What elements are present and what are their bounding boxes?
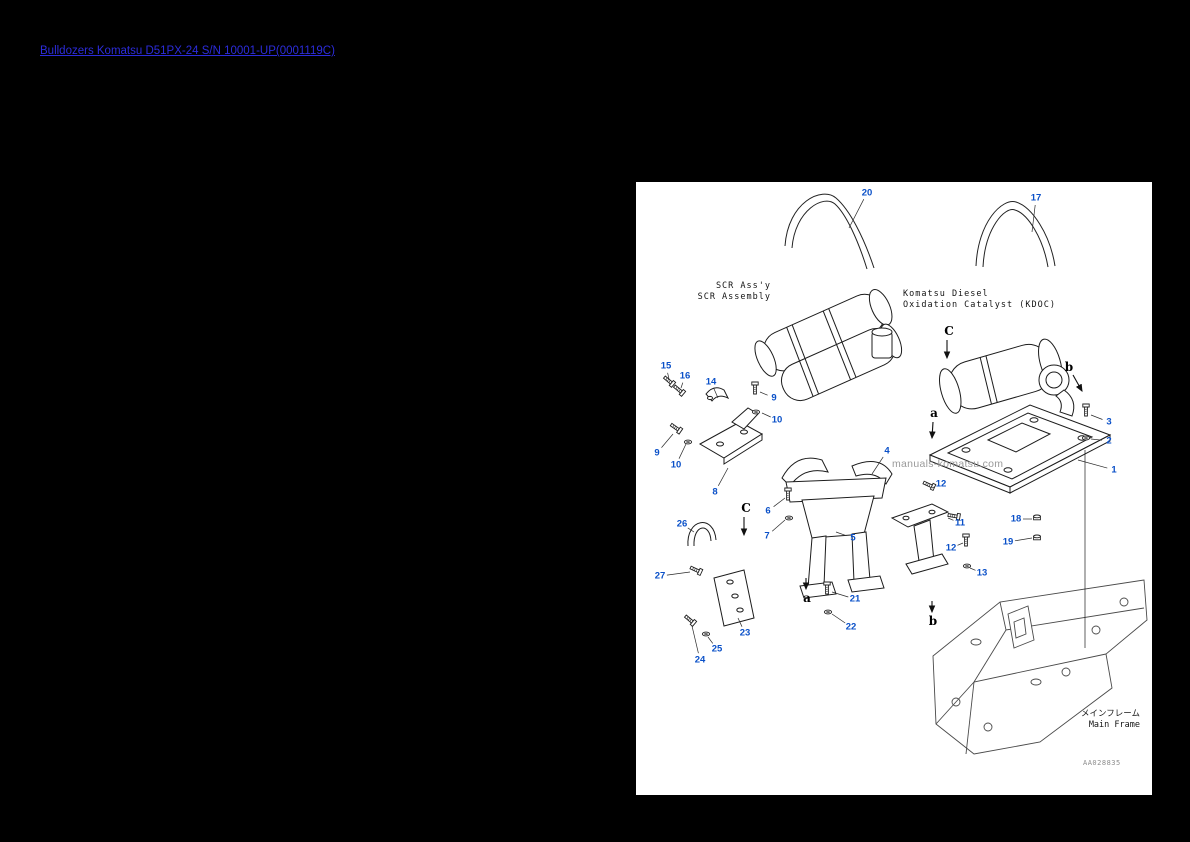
hose-loop-20-drawing: [784, 193, 875, 270]
u-bolt-26-drawing: [687, 522, 717, 547]
scr-assembly-label: SCR Ass'y SCR Assembly: [666, 281, 771, 303]
catalog-title-link[interactable]: Bulldozers Komatsu D51PX-24 S/N 10001-UP…: [40, 45, 335, 57]
plate-bracket-23-drawing: [713, 569, 755, 627]
main-frame-label-en: Main Frame: [1088, 720, 1140, 731]
parts-diagram-art: [661, 193, 1148, 755]
left-black-panel: Bulldozers Komatsu D51PX-24 S/N 10001-UP…: [38, 28, 556, 790]
watermark-text: manuals-komatsu.com: [892, 458, 1004, 470]
drawing-number: AA028835: [1083, 759, 1121, 767]
center-bracket-drawing: [781, 457, 893, 599]
kdoc-assembly-label: Komatsu Diesel Oxidation Catalyst (KDOC): [903, 289, 1056, 311]
main-frame-label-jp: メインフレーム: [1081, 709, 1140, 719]
hose-loop-17-drawing: [975, 201, 1056, 268]
stand-bracket-drawing: [890, 503, 950, 575]
scr-label-line2: SCR Assembly: [697, 292, 771, 303]
diagram-viewer-panel: SCR Ass'y SCR Assembly Komatsu Diesel Ox…: [636, 28, 1152, 795]
scr-assembly-drawing: [754, 289, 903, 402]
main-frame-label: メインフレーム Main Frame: [1081, 709, 1140, 732]
kdoc-label-line1: Komatsu Diesel: [903, 289, 989, 299]
left-bracket-drawing: [698, 387, 763, 465]
scr-label-line1: SCR Ass'y: [715, 281, 771, 291]
parts-diagram-page: SCR Ass'y SCR Assembly Komatsu Diesel Ox…: [636, 182, 1152, 795]
main-frame-drawing: [932, 579, 1148, 755]
mounting-plate-drawing: [928, 404, 1112, 494]
kdoc-assembly-drawing: [939, 338, 1075, 417]
kdoc-label-line2: Oxidation Catalyst (KDOC): [903, 300, 1056, 311]
leader-lines: [661, 199, 1108, 654]
